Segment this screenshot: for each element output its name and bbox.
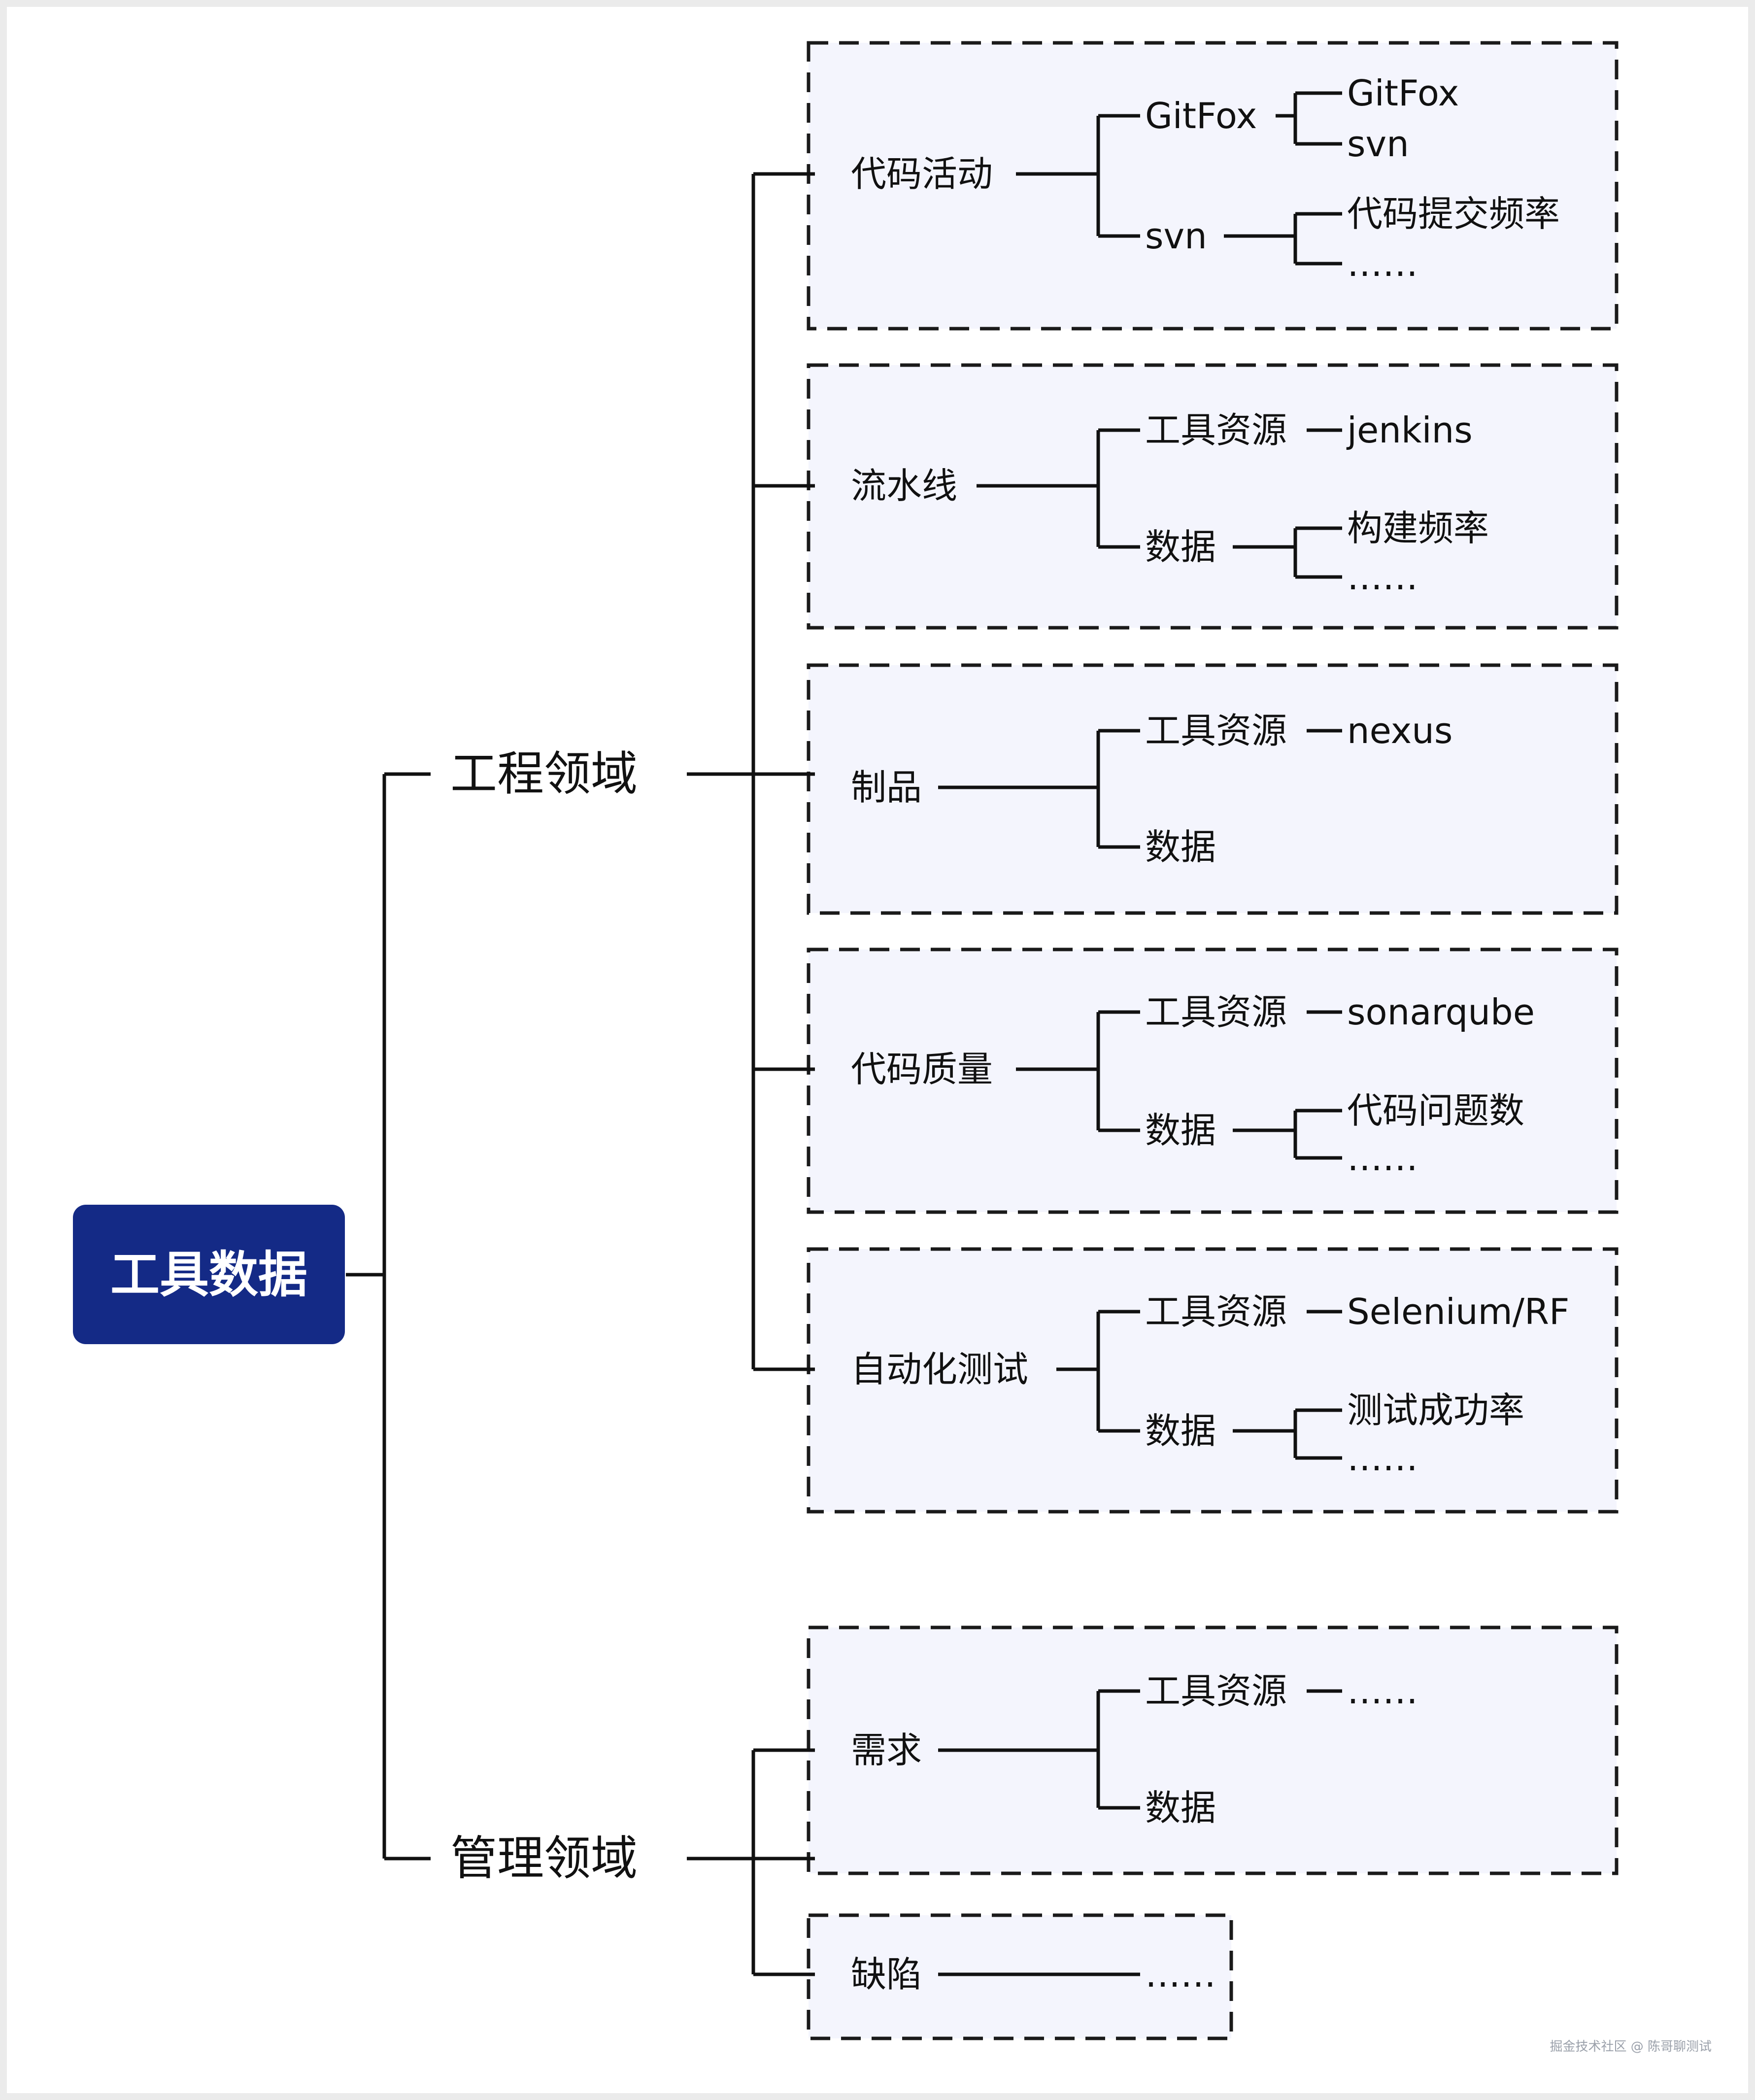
item-auto-test-label: 自动化测试 bbox=[851, 1349, 1028, 1390]
item-defect-label: 缺陷 bbox=[851, 1954, 922, 1995]
domain-management-label: 管理领域 bbox=[450, 1831, 638, 1886]
domain-engineering-label: 工程领域 bbox=[450, 747, 638, 801]
group-box-code-activity bbox=[807, 41, 1619, 331]
connector-test-data bbox=[1233, 1408, 1342, 1460]
leaf-svn-label: svn bbox=[1347, 123, 1409, 165]
group-box-artifact bbox=[807, 663, 1619, 915]
watermark: 掘金技术社区 @ 陈哥聊测试 bbox=[1550, 2039, 1712, 2054]
item-artifact-label: 制品 bbox=[851, 767, 922, 808]
node-quality-tool-label: 工具资源 bbox=[1145, 991, 1287, 1033]
node-requirement-tool-label: 工具资源 bbox=[1145, 1670, 1287, 1712]
leaf-jenkins-label: jenkins bbox=[1346, 409, 1473, 451]
node-gitfox-label: GitFox bbox=[1145, 95, 1257, 136]
item-code-quality-label: 代码质量 bbox=[851, 1049, 993, 1090]
group-box-auto-test bbox=[807, 1247, 1619, 1514]
root-label: 工具数据 bbox=[110, 1246, 307, 1304]
group-box-requirement bbox=[807, 1626, 1619, 1875]
item-pipeline-label: 流水线 bbox=[851, 465, 957, 507]
node-test-tool-label: 工具资源 bbox=[1145, 1291, 1287, 1332]
connector-pipeline bbox=[977, 428, 1140, 549]
leaf-build-frequency-label: 构建频率 bbox=[1347, 508, 1489, 549]
leaf-test-success-rate-label: 测试成功率 bbox=[1347, 1389, 1524, 1431]
diagram-canvas: 工具数据 工程领域 管理领域 代码活动 流水线 制品 代码质量 自动化测试 需求… bbox=[7, 7, 1748, 2093]
connector-artifact bbox=[938, 729, 1140, 849]
connector-root bbox=[346, 772, 431, 1861]
root-node bbox=[73, 1205, 345, 1344]
node-defect-ellipsis-label: …… bbox=[1145, 1954, 1216, 1995]
connector-code-activity bbox=[1016, 114, 1140, 238]
node-pipeline-tool-label: 工具资源 bbox=[1145, 409, 1287, 451]
connector-svn bbox=[1224, 212, 1342, 266]
node-artifact-data-label: 数据 bbox=[1145, 826, 1216, 868]
leaf-sonarqube-label: sonarqube bbox=[1347, 991, 1535, 1033]
leaf-selenium-label: Selenium/RF bbox=[1347, 1291, 1569, 1332]
node-artifact-tool-label: 工具资源 bbox=[1145, 710, 1287, 751]
group-box-code-quality bbox=[807, 948, 1619, 1214]
leaf-code-issues-label: 代码问题数 bbox=[1347, 1090, 1524, 1131]
connector-requirement bbox=[938, 1689, 1140, 1810]
leaf-quality-ellipsis: …… bbox=[1347, 1137, 1418, 1179]
connector-gitfox bbox=[1276, 91, 1342, 146]
item-requirement-label: 需求 bbox=[851, 1729, 922, 1771]
leaf-gitfox-label: GitFox bbox=[1347, 72, 1459, 114]
connector-management bbox=[687, 1748, 815, 1976]
connector-auto-test bbox=[1056, 1310, 1140, 1433]
leaf-test-ellipsis: …… bbox=[1347, 1437, 1418, 1479]
leaf-requirement-tool-ellipsis: …… bbox=[1347, 1670, 1418, 1712]
node-svn-label: svn bbox=[1145, 215, 1207, 257]
item-code-activity-label: 代码活动 bbox=[851, 153, 993, 195]
leaf-nexus-label: nexus bbox=[1347, 710, 1452, 751]
connector-pipeline-data bbox=[1233, 526, 1342, 579]
mind-map: 工具数据 工程领域 管理领域 代码活动 流水线 制品 代码质量 自动化测试 需求… bbox=[73, 41, 1712, 2054]
connector-code-quality bbox=[1016, 1010, 1140, 1132]
node-test-data-label: 数据 bbox=[1145, 1410, 1216, 1452]
leaf-pipeline-ellipsis: …… bbox=[1347, 556, 1418, 598]
node-requirement-data-label: 数据 bbox=[1145, 1787, 1216, 1829]
leaf-commit-frequency-label: 代码提交频率 bbox=[1347, 193, 1560, 235]
node-pipeline-data-label: 数据 bbox=[1145, 526, 1216, 568]
group-box-pipeline bbox=[807, 363, 1619, 630]
node-quality-data-label: 数据 bbox=[1145, 1110, 1216, 1151]
connector-engineering bbox=[687, 172, 815, 1371]
group-box-defect bbox=[807, 1913, 1233, 2040]
connector-quality-data bbox=[1233, 1109, 1342, 1160]
leaf-code-activity-ellipsis: …… bbox=[1347, 243, 1418, 284]
